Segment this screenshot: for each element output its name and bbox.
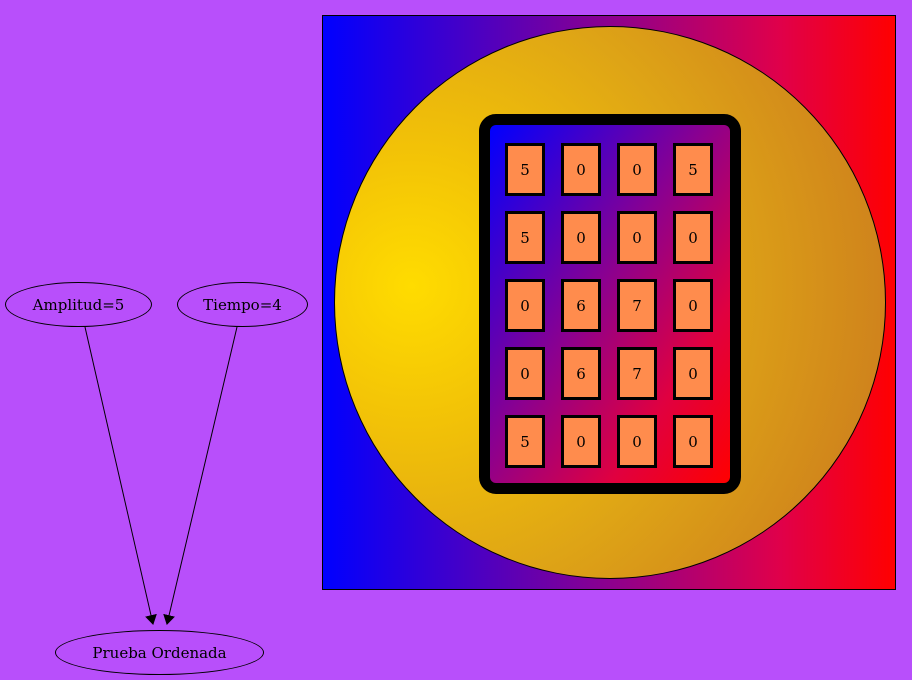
matrix-cell: 0 — [561, 415, 601, 468]
matrix-cell: 7 — [617, 347, 657, 400]
matrix-cell: 0 — [561, 211, 601, 264]
matrix-cell: 0 — [505, 347, 545, 400]
node-amplitud-label: Amplitud=5 — [32, 295, 125, 314]
matrix-cell: 5 — [505, 143, 545, 196]
matrix-cell: 0 — [505, 279, 545, 332]
matrix-cell: 0 — [617, 211, 657, 264]
matrix-cell: 0 — [673, 211, 713, 264]
matrix-cell: 7 — [617, 279, 657, 332]
node-prueba-label: Prueba Ordenada — [92, 643, 227, 662]
matrix-cell: 5 — [505, 415, 545, 468]
matrix-cell: 0 — [673, 347, 713, 400]
edge-tiempo-to-prueba — [163, 326, 238, 625]
matrix-cell: 0 — [673, 415, 713, 468]
matrix-cell: 0 — [617, 415, 657, 468]
matrix-cell: 6 — [561, 279, 601, 332]
matrix-cell: 0 — [561, 143, 601, 196]
edge-amplitud-to-prueba — [84, 326, 157, 625]
matrix-cell: 5 — [505, 211, 545, 264]
node-prueba-ordenada: Prueba Ordenada — [55, 630, 264, 675]
matrix-cell: 0 — [673, 279, 713, 332]
node-amplitud: Amplitud=5 — [5, 282, 152, 327]
matrix-cell: 0 — [617, 143, 657, 196]
node-tiempo: Tiempo=4 — [177, 282, 308, 327]
matrix-cell: 6 — [561, 347, 601, 400]
matrix-cell: 5 — [673, 143, 713, 196]
node-tiempo-label: Tiempo=4 — [203, 295, 282, 314]
